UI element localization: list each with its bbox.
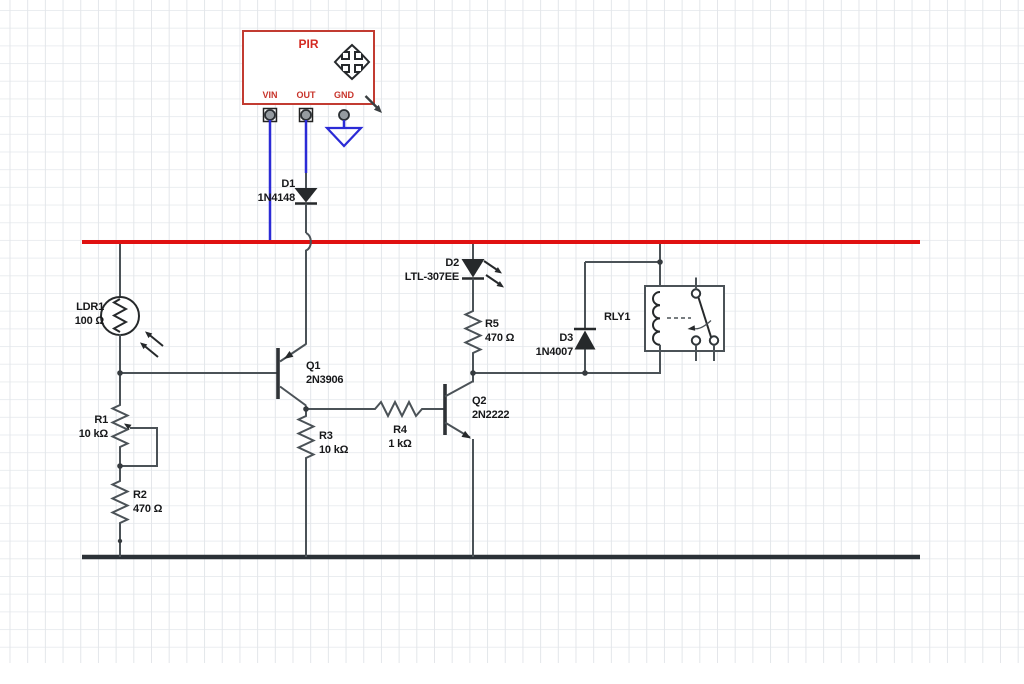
- diode-d1[interactable]: [294, 173, 318, 233]
- junction-dot: [117, 463, 123, 469]
- ref-d3[interactable]: D3: [559, 332, 573, 344]
- value-ldr1[interactable]: 100 Ω: [74, 315, 104, 328]
- resistor-r5[interactable]: [463, 278, 483, 374]
- resize-cursor-icon: [364, 95, 382, 113]
- label-r1[interactable]: R1 10 kΩ: [26, 413, 108, 442]
- label-r4[interactable]: R4 1 kΩ: [378, 423, 422, 452]
- ref-r2[interactable]: R2: [133, 489, 147, 501]
- photoresistor-ldr1[interactable]: [100, 244, 164, 373]
- value-q1[interactable]: 2N3906: [306, 374, 344, 387]
- ref-r5[interactable]: R5: [485, 318, 499, 330]
- value-r4[interactable]: 1 kΩ: [388, 438, 412, 451]
- label-d2[interactable]: D2 LTL-307EE: [377, 256, 459, 285]
- relay-actuation-arrow: [687, 325, 696, 331]
- junction-dot: [470, 370, 476, 376]
- label-r2[interactable]: R2 470 Ω: [133, 488, 162, 517]
- label-ldr1[interactable]: LDR1 100 Ω: [22, 300, 104, 329]
- label-q1[interactable]: Q1 2N3906: [306, 359, 344, 388]
- wiper-link[interactable]: [120, 427, 158, 467]
- value-r5[interactable]: 470 Ω: [485, 332, 515, 345]
- value-d2[interactable]: LTL-307EE: [404, 271, 459, 284]
- ref-rly1[interactable]: RLY1: [604, 311, 631, 323]
- ground-symbol[interactable]: [324, 126, 364, 148]
- grid-background: [0, 0, 1024, 663]
- junction-dot: [303, 406, 309, 412]
- label-d3[interactable]: D3 1N4007: [491, 331, 574, 360]
- value-r1[interactable]: 10 kΩ: [78, 428, 108, 441]
- label-rly1[interactable]: RLY1: [604, 310, 631, 324]
- pin-label-gnd: GND: [334, 90, 354, 100]
- npn-emitter-arrow: [461, 430, 471, 439]
- pir-module-title[interactable]: PIR: [298, 37, 319, 51]
- ref-r3[interactable]: R3: [319, 430, 333, 442]
- pnp-emitter-arrow: [284, 351, 294, 359]
- potentiometer-r1[interactable]: [110, 373, 158, 467]
- label-q2[interactable]: Q2 2N2222: [472, 394, 510, 423]
- label-r3[interactable]: R3 10 kΩ: [319, 429, 348, 458]
- label-d1[interactable]: D1 1N4148: [213, 177, 296, 206]
- value-r3[interactable]: 10 kΩ: [319, 444, 349, 457]
- led-d2[interactable]: [461, 244, 505, 288]
- canvas-margin: [0, 663, 1024, 684]
- ref-d2[interactable]: D2: [445, 257, 459, 269]
- ref-d1[interactable]: D1: [281, 178, 295, 190]
- wiper-arrow: [124, 423, 132, 430]
- junction-dot: [117, 370, 123, 376]
- ref-q1[interactable]: Q1: [306, 360, 321, 372]
- diode-d3[interactable]: [574, 262, 596, 373]
- junction-dot: [582, 370, 588, 376]
- ref-q2[interactable]: Q2: [472, 395, 487, 407]
- out-terminal[interactable]: [300, 109, 312, 121]
- relay-common-contact[interactable]: [690, 288, 702, 299]
- junction-dot: [657, 259, 663, 265]
- light-arrows-icon: [140, 331, 164, 358]
- label-r5[interactable]: R5 470 Ω: [485, 317, 514, 346]
- wire-coil-to-node[interactable]: [473, 344, 661, 374]
- vin-terminal[interactable]: [264, 109, 276, 121]
- relay-no-contact[interactable]: [690, 335, 702, 346]
- relay-rly1[interactable]: [473, 244, 725, 374]
- value-d3[interactable]: 1N4007: [535, 346, 574, 359]
- ref-r1[interactable]: R1: [94, 414, 108, 426]
- resistor-r4[interactable]: [306, 399, 445, 419]
- ref-r4[interactable]: R4: [393, 424, 407, 436]
- transistor-q2[interactable]: [443, 373, 474, 557]
- led-emission-arrows-icon: [483, 260, 504, 288]
- resistor-r3[interactable]: [296, 409, 316, 557]
- value-r2[interactable]: 470 Ω: [133, 503, 163, 516]
- move-cursor-icon: [333, 43, 371, 81]
- gnd-terminal[interactable]: [338, 109, 350, 121]
- value-d1[interactable]: 1N4148: [257, 192, 296, 205]
- relay-blade: [697, 297, 712, 338]
- relay-coil: [652, 291, 661, 346]
- value-q2[interactable]: 2N2222: [472, 409, 510, 422]
- relay-actuation-curve: [693, 320, 712, 330]
- ref-ldr1[interactable]: LDR1: [76, 301, 104, 313]
- wire-d1-to-q1[interactable]: [305, 232, 312, 345]
- resistor-r2[interactable]: [110, 466, 130, 557]
- relay-nc-contact[interactable]: [708, 335, 720, 346]
- pin-label-out: OUT: [296, 90, 316, 100]
- pin-label-vin: VIN: [262, 90, 278, 100]
- transistor-q1[interactable]: [276, 343, 307, 409]
